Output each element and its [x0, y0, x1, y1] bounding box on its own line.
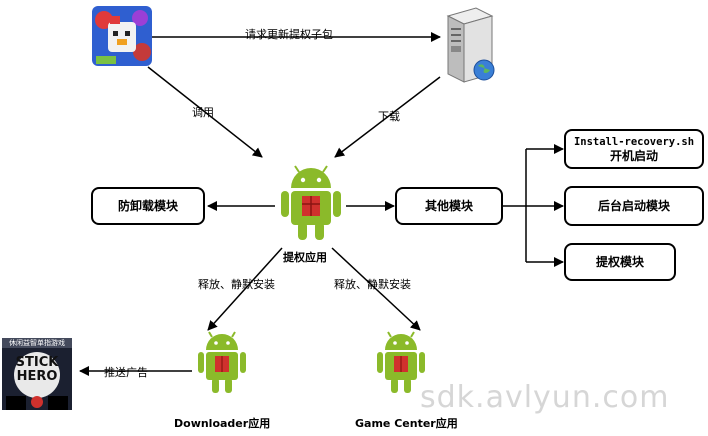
- label-push-ads: 推送广告: [104, 366, 148, 379]
- label-request-update: 请求更新提权子包: [245, 28, 333, 41]
- node-anti-uninstall: 防卸载模块: [91, 187, 205, 225]
- edge-release-right: [331, 247, 421, 331]
- caption-game-center-app: Game Center应用: [355, 417, 458, 430]
- android-downloader-icon: [198, 331, 246, 393]
- node-install-recovery-line1: Install-recovery.sh: [573, 136, 695, 148]
- label-invoke: 调用: [192, 106, 214, 119]
- server-icon: [446, 7, 495, 83]
- label-download: 下载: [378, 110, 400, 123]
- node-privilege-module: 提权模块: [564, 243, 676, 281]
- edge-download: [334, 76, 441, 158]
- stick-hero-top-text: 休闲益智单指游戏: [2, 338, 72, 348]
- android-game-center-icon: [377, 331, 425, 393]
- game-app-icon: [92, 6, 152, 66]
- watermark: sdk.avlyun.com: [420, 380, 670, 415]
- caption-root-app: 提权应用: [283, 251, 327, 264]
- node-background-start: 后台启动模块: [564, 186, 704, 226]
- stick-hero-icon: 休闲益智单指游戏 STICK HERO: [2, 338, 72, 410]
- label-release-install-left: 释放、静默安装: [198, 278, 275, 291]
- edge-branch-trunk: [503, 149, 527, 262]
- caption-downloader-app: Downloader应用: [174, 417, 271, 430]
- android-root-app-icon: [281, 165, 341, 240]
- node-install-recovery: Install-recovery.sh 开机启动: [564, 129, 704, 169]
- edge-release-left: [207, 247, 283, 331]
- node-other-modules: 其他模块: [395, 187, 503, 225]
- node-install-recovery-line2: 开机启动: [609, 149, 658, 163]
- label-release-install-right: 释放、静默安装: [334, 278, 411, 291]
- stick-hero-title-line1: STICK: [15, 355, 59, 370]
- edge-invoke: [147, 66, 263, 158]
- stick-hero-title-line2: HERO: [16, 369, 58, 384]
